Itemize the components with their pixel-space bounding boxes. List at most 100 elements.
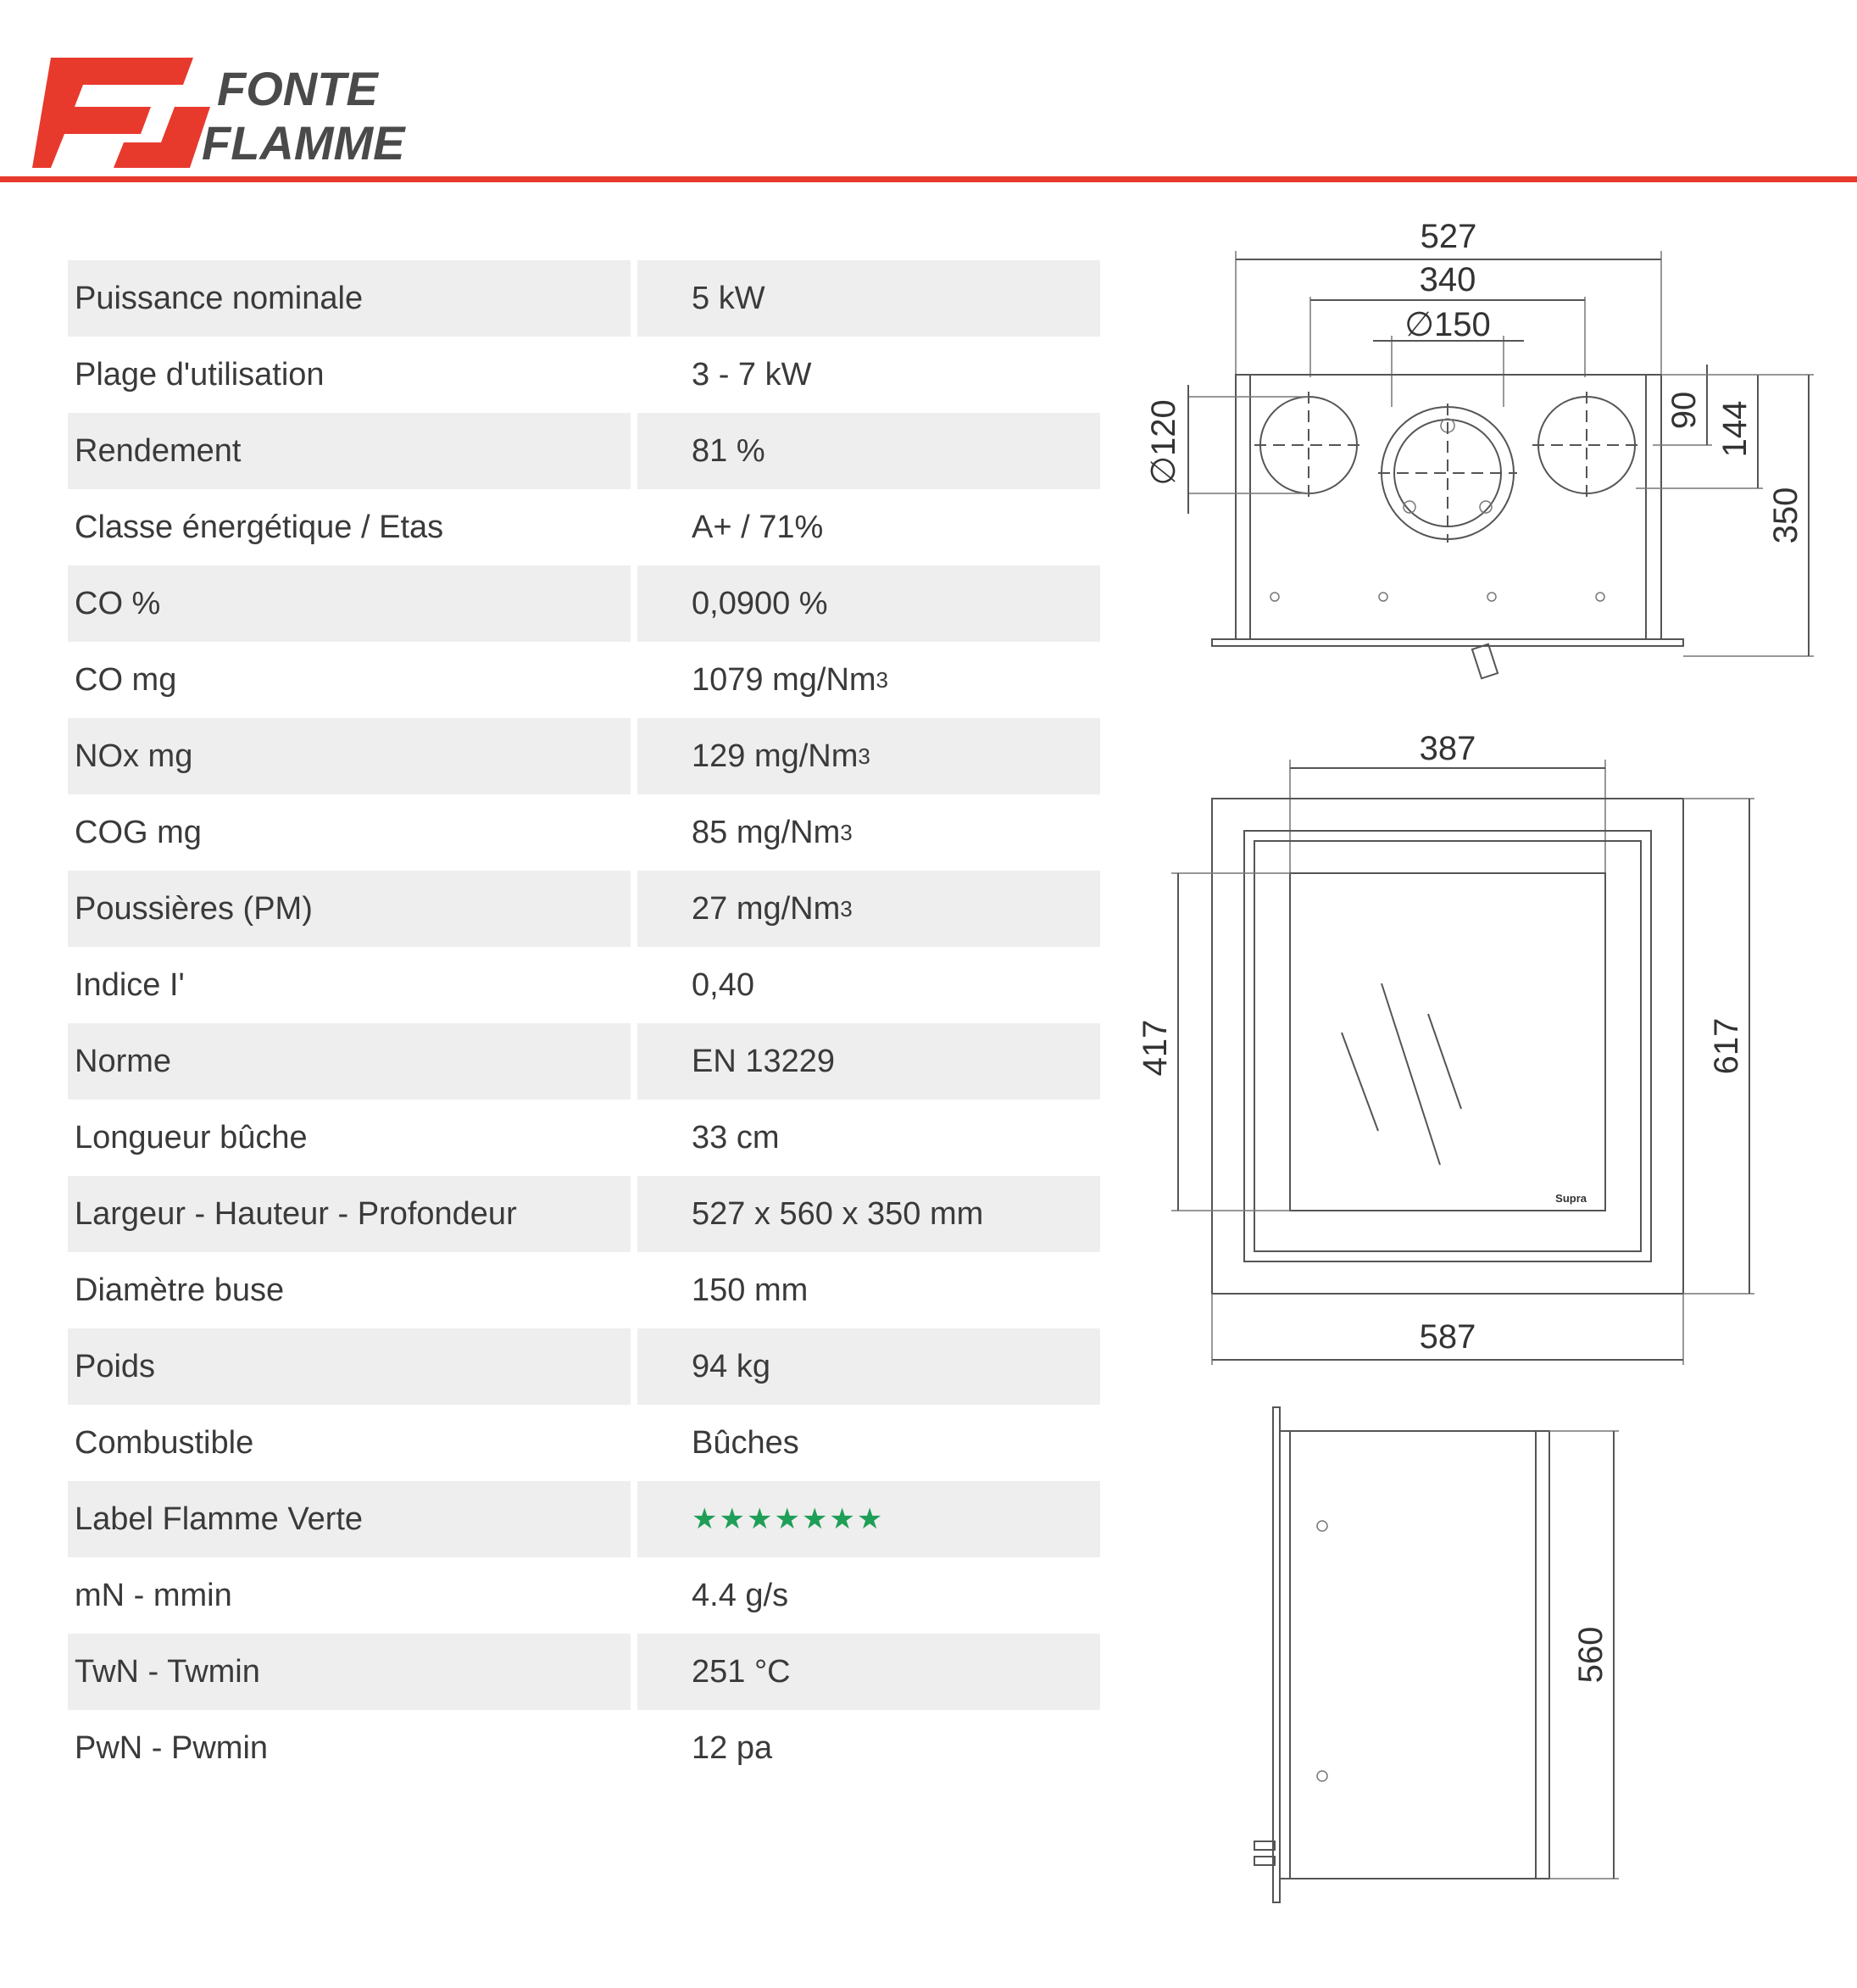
technical-drawings: 527 340 ∅150 ∅120 — [1137, 218, 1814, 1903]
spec-value-text: 85 mg/Nm — [692, 814, 841, 850]
spec-value-text: 33 cm — [692, 1119, 780, 1155]
glass-logo: Supra — [1555, 1192, 1587, 1205]
star-icon: ★ — [719, 1503, 747, 1535]
dim-side-height: 560 — [1572, 1627, 1610, 1684]
spec-value: ★★★★★★★ — [637, 1481, 1100, 1557]
spec-value-text: 527 x 560 x 350 mm — [692, 1195, 984, 1232]
spec-row: Classe énergétique / Etas A+ / 71% — [68, 489, 1100, 565]
spec-value-text: 0,0900 % — [692, 585, 828, 621]
dim-glass-height: 417 — [1137, 1020, 1174, 1077]
dim-top-width: 527 — [1421, 218, 1477, 255]
spec-label: Label Flamme Verte — [68, 1481, 631, 1557]
spec-value: 3 - 7 kW — [637, 337, 1100, 413]
brand-line1: FONTE — [217, 62, 379, 115]
spec-label: Longueur bûche — [75, 1119, 308, 1155]
spec-value-text: 129 mg/Nm — [692, 738, 859, 774]
spec-value-text: 81 % — [692, 432, 765, 469]
star-icon: ★ — [829, 1503, 857, 1535]
dim-frame-height: 617 — [1708, 1018, 1745, 1075]
spec-label: Poids — [68, 1328, 631, 1405]
spec-label: Largeur - Hauteur - Profondeur — [68, 1176, 631, 1252]
spec-label: TwN - Twmin — [68, 1634, 631, 1710]
front-view-drawing: 387 Supra 417 617 587 — [1137, 730, 1754, 1365]
spec-value-text: 5 kW — [692, 280, 765, 316]
brand-line2: FLAMME — [202, 116, 406, 168]
spec-label: NOx mg — [68, 718, 631, 794]
spec-value-text: 4.4 g/s — [692, 1577, 789, 1613]
spec-value-text: 0,40 — [692, 966, 754, 1003]
spec-row: Label Flamme Verte ★★★★★★★ — [68, 1481, 1100, 1557]
dim-offset-144: 144 — [1716, 401, 1754, 458]
spec-value: Bûches — [637, 1405, 1100, 1481]
spec-label: PwN - Pwmin — [75, 1729, 269, 1766]
spec-label: Poussières (PM) — [68, 871, 631, 947]
spec-label: Combustible — [75, 1424, 254, 1461]
flamme-verte-stars: ★★★★★★★ — [692, 1502, 884, 1536]
spec-value: 81 % — [637, 413, 1100, 489]
dim-offset-90: 90 — [1665, 392, 1703, 430]
spec-row: CO %0,0900 % — [68, 565, 1100, 642]
star-icon: ★ — [746, 1503, 775, 1535]
spec-value-text: 94 kg — [692, 1348, 770, 1384]
spec-value: EN 13229 — [637, 1023, 1100, 1100]
spec-value-text: 1079 mg/Nm — [692, 661, 876, 698]
spec-label: Plage d'utilisation — [75, 356, 325, 393]
spec-value: 4.4 g/s — [637, 1557, 1100, 1634]
spec-row: PwN - Pwmin 12 pa — [68, 1710, 1100, 1786]
spec-value-text: EN 13229 — [692, 1043, 836, 1079]
spec-label: Norme — [68, 1023, 631, 1100]
spec-value-text: Bûches — [692, 1424, 799, 1461]
spec-row: Combustible Bûches — [68, 1405, 1100, 1481]
spec-value: 5 kW — [637, 260, 1100, 337]
spec-value-text: A+ / 71% — [692, 509, 824, 545]
dim-spacing: 340 — [1420, 261, 1476, 298]
dim-side-diameter: ∅120 — [1145, 399, 1182, 486]
logo-mark — [32, 58, 193, 168]
spec-label: COG mg — [75, 814, 202, 850]
side-view-drawing: 560 — [1254, 1406, 1619, 1903]
spec-value-text: 3 - 7 kW — [692, 356, 812, 393]
spec-value: 527 x 560 x 350 mm — [637, 1176, 1100, 1252]
spec-value: 0,0900 % — [637, 565, 1100, 642]
dim-frame-width: 587 — [1420, 1318, 1476, 1356]
spec-row: Largeur - Hauteur - Profondeur 527 x 560 … — [68, 1176, 1100, 1252]
top-view-drawing: 527 340 ∅150 ∅120 — [1145, 218, 1814, 680]
spec-row: Plage d'utilisation 3 - 7 kW — [68, 337, 1100, 413]
star-icon: ★ — [801, 1503, 830, 1535]
dim-depth: 350 — [1767, 487, 1804, 544]
spec-table: Puissance nominale 5 kW Plage d'utilisatio… — [68, 260, 1100, 1786]
star-icon: ★ — [692, 1503, 720, 1535]
spec-value-text: 12 pa — [692, 1729, 773, 1766]
spec-value: A+ / 71% — [637, 489, 1100, 565]
spec-row: mN - mmin 4.4 g/s — [68, 1557, 1100, 1634]
spec-label: Classe énergétique / Etas — [75, 509, 444, 545]
spec-value: 251 °C — [637, 1634, 1100, 1710]
spec-value-text: 150 mm — [692, 1272, 809, 1308]
star-icon: ★ — [856, 1503, 885, 1535]
spec-row: Puissance nominale 5 kW — [68, 260, 1100, 337]
spec-label: CO mg — [75, 661, 177, 698]
spec-label: Puissance nominale — [68, 260, 631, 337]
spec-value: 12 pa — [637, 1710, 1100, 1786]
spec-value-text: 27 mg/Nm — [692, 890, 841, 927]
spec-value: 33 cm — [637, 1100, 1100, 1176]
spec-label: mN - mmin — [75, 1577, 232, 1613]
header: FONTE FLAMME — [0, 0, 1857, 188]
spec-value: 150 mm — [637, 1252, 1100, 1328]
dim-flue-diameter: ∅150 — [1404, 306, 1491, 343]
header-rule — [0, 176, 1857, 182]
spec-value: 0,40 — [637, 947, 1100, 1023]
spec-row: Norme EN 13229 — [68, 1023, 1100, 1100]
spec-value: 94 kg — [637, 1328, 1100, 1405]
spec-row: Poids 94 kg — [68, 1328, 1100, 1405]
